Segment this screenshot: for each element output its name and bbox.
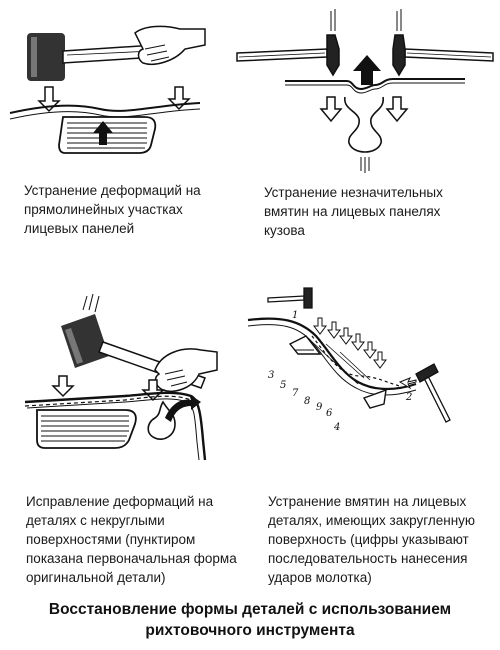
panel-outer bbox=[247, 317, 417, 391]
figure-rounded-surface: 1 2 3 4 5 6 7 8 9 bbox=[240, 280, 495, 480]
number-3: 3 bbox=[268, 370, 274, 381]
figure-nonround-surface bbox=[5, 290, 230, 480]
curved-arrow bbox=[165, 394, 201, 422]
panel-surface bbox=[285, 78, 465, 91]
down-arrow-right bbox=[385, 96, 409, 123]
caption-panel-1: Устранение деформаций на прямолинейных у… bbox=[24, 183, 201, 236]
blow-arrows bbox=[313, 317, 417, 390]
caption-panel-2: Устранение незначительных вмятин на лице… bbox=[264, 185, 443, 238]
figure-title-line1: Восстановление формы деталей с использов… bbox=[48, 601, 452, 618]
caption-panel-3: Исправление деформаций на деталях с некр… bbox=[26, 494, 237, 585]
original-shape-dashed bbox=[24, 395, 192, 407]
hammer-right-icon bbox=[415, 363, 451, 423]
number-7: 7 bbox=[292, 388, 299, 399]
vertical-lines bbox=[330, 9, 402, 31]
dolly-block bbox=[58, 116, 157, 154]
panel-surface bbox=[9, 102, 201, 114]
number-2: 2 bbox=[405, 392, 412, 403]
figure-title-line2: рихтовочного инструмента bbox=[145, 622, 355, 639]
dolly-round bbox=[147, 400, 176, 440]
hand-icon bbox=[134, 25, 206, 65]
number-5: 5 bbox=[280, 380, 286, 391]
number-4: 4 bbox=[333, 422, 340, 433]
dolly-left bbox=[288, 335, 322, 355]
down-arrow-left bbox=[319, 96, 343, 123]
number-1: 1 bbox=[292, 310, 298, 321]
dolly-block bbox=[36, 409, 137, 449]
dolly-right bbox=[362, 388, 387, 409]
figure-small-dent bbox=[235, 5, 495, 175]
dolly-round bbox=[344, 96, 384, 153]
mallet-icon bbox=[27, 33, 158, 81]
number-9: 9 bbox=[316, 402, 323, 413]
number-8: 8 bbox=[304, 396, 310, 407]
up-arrow bbox=[353, 55, 381, 85]
caption-panel-4: Устранение вмятин на лицевых деталях, им… bbox=[268, 494, 476, 585]
hammer-top-icon bbox=[267, 287, 313, 309]
hand-icon bbox=[154, 348, 218, 392]
hammer-right-icon bbox=[392, 34, 494, 77]
hammer-left-icon bbox=[236, 34, 340, 77]
number-6: 6 bbox=[326, 408, 333, 419]
figure-straight-panel bbox=[5, 5, 225, 175]
